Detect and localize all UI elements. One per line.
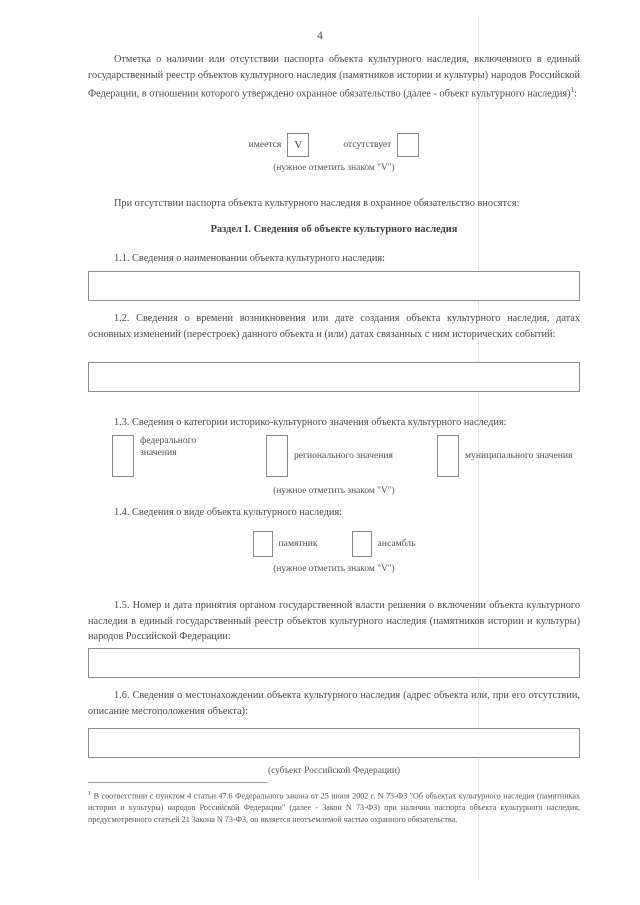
item-1-1-field[interactable] — [88, 271, 580, 301]
item-1-1-label: 1.1. Сведения о наименовании объекта кул… — [114, 253, 385, 264]
page-number: 4 — [317, 30, 323, 42]
item-1-3-hint: (нужное отметить знаком "V") — [273, 486, 395, 496]
footnote-body: В соответствии с пунктом 4 статьи 47.6 Ф… — [88, 791, 580, 824]
item-1-6-field-wrap: (субъект Российской Федерации) — [88, 728, 580, 776]
section-title-block: Раздел I. Сведения об объекте культурног… — [88, 224, 580, 235]
note-paragraph-block: При отсутствии паспорта объекта культурн… — [88, 196, 580, 212]
item-1-4-ensemble-checkbox[interactable] — [351, 531, 372, 557]
passport-presence-row: имеется V отсутствует — [88, 133, 580, 157]
item-1-6-caption: (субъект Российской Федерации) — [267, 766, 401, 776]
intro-footnote-marker: 1 — [570, 86, 575, 95]
passport-absent-checkbox[interactable] — [397, 133, 420, 157]
item-1-4-monument-checkbox[interactable] — [252, 531, 273, 557]
item-1-2-block: 1.2. Сведения о времени возникновения ил… — [88, 311, 580, 342]
section-title: Раздел I. Сведения об объекте культурног… — [210, 224, 458, 235]
item-1-4-block: 1.4. Сведения о виде объекта культурного… — [88, 505, 580, 521]
item-1-5-field[interactable] — [88, 648, 580, 678]
passport-presence-block: имеется V отсутствует (нужное отметить з… — [88, 133, 580, 173]
item-1-1-field-wrap — [88, 271, 580, 301]
item-1-1-block: 1.1. Сведения о наименовании объекта кул… — [88, 251, 580, 267]
item-1-6-field[interactable] — [88, 728, 580, 758]
item-1-5-label: 1.5. Номер и дата принятия органом госуд… — [88, 600, 580, 643]
passport-present-checkbox[interactable]: V — [287, 133, 310, 157]
passport-presence-hint: (нужное отметить знаком "V") — [273, 163, 395, 173]
item-1-3-block: 1.3. Сведения о категории историко-культ… — [88, 415, 580, 431]
item-1-4-options-wrap: памятник ансамбль (нужное отметить знако… — [88, 531, 580, 574]
item-1-4-option-monument[interactable]: памятник — [252, 531, 318, 557]
item-1-4-hint: (нужное отметить знаком "V") — [273, 564, 395, 574]
item-1-3-municipal-label: муниципального значения — [464, 450, 573, 461]
item-1-6-block: 1.6. Сведения о местонахождении объекта … — [88, 688, 580, 719]
item-1-3-label: 1.3. Сведения о категории историко-культ… — [114, 417, 507, 428]
item-1-3-options-row: федерального значения регионального знач… — [88, 435, 580, 477]
passport-present-group[interactable]: имеется V — [249, 133, 310, 157]
intro-paragraph-tail: : — [574, 88, 577, 100]
item-1-3-option-regional[interactable]: регионального значения — [266, 435, 393, 477]
footnote-marker: 1 — [88, 790, 92, 797]
item-1-4-label: 1.4. Сведения о виде объекта культурного… — [114, 507, 342, 518]
item-1-3-municipal-checkbox[interactable] — [436, 435, 459, 477]
item-1-3-option-federal[interactable]: федерального значения — [112, 435, 222, 477]
item-1-3-options-wrap: федерального значения регионального знач… — [88, 435, 580, 496]
item-1-4-options-row: памятник ансамбль — [88, 531, 580, 557]
item-1-3-federal-label: федерального значения — [140, 435, 197, 458]
footnote-text: 1 В соответствии с пунктом 4 статьи 47.6… — [88, 788, 580, 825]
item-1-6-label: 1.6. Сведения о местонахождении объекта … — [88, 690, 580, 717]
passport-absent-group[interactable]: отсутствует — [343, 133, 420, 157]
item-1-4-ensemble-label: ансамбль — [377, 538, 416, 549]
page-fold-artifact — [478, 18, 479, 878]
intro-paragraph-text: Отметка о наличии или отсутствии паспорт… — [88, 54, 580, 100]
item-1-5-block: 1.5. Номер и дата принятия органом госуд… — [88, 598, 580, 645]
item-1-3-regional-checkbox[interactable] — [266, 435, 288, 477]
footnote-separator — [88, 782, 268, 783]
item-1-2-field[interactable] — [88, 362, 580, 392]
item-1-4-monument-label: памятник — [278, 538, 318, 549]
item-1-5-field-wrap — [88, 648, 580, 678]
intro-paragraph-block: Отметка о наличии или отсутствии паспорт… — [88, 52, 580, 102]
footnote-block: 1 В соответствии с пунктом 4 статьи 47.6… — [88, 782, 580, 825]
item-1-2-label: 1.2. Сведения о времени возникновения ил… — [88, 313, 580, 340]
passport-absent-label: отсутствует — [343, 139, 392, 150]
item-1-4-option-ensemble[interactable]: ансамбль — [351, 531, 416, 557]
item-1-3-option-municipal[interactable]: муниципального значения — [436, 435, 573, 477]
item-1-3-regional-label: регионального значения — [294, 450, 393, 461]
item-1-3-federal-checkbox[interactable] — [112, 435, 134, 477]
item-1-2-field-wrap — [88, 362, 580, 392]
passport-present-label: имеется — [248, 139, 282, 150]
note-paragraph: При отсутствии паспорта объекта культурн… — [114, 198, 520, 209]
intro-paragraph: Отметка о наличии или отсутствии паспорт… — [88, 52, 580, 102]
